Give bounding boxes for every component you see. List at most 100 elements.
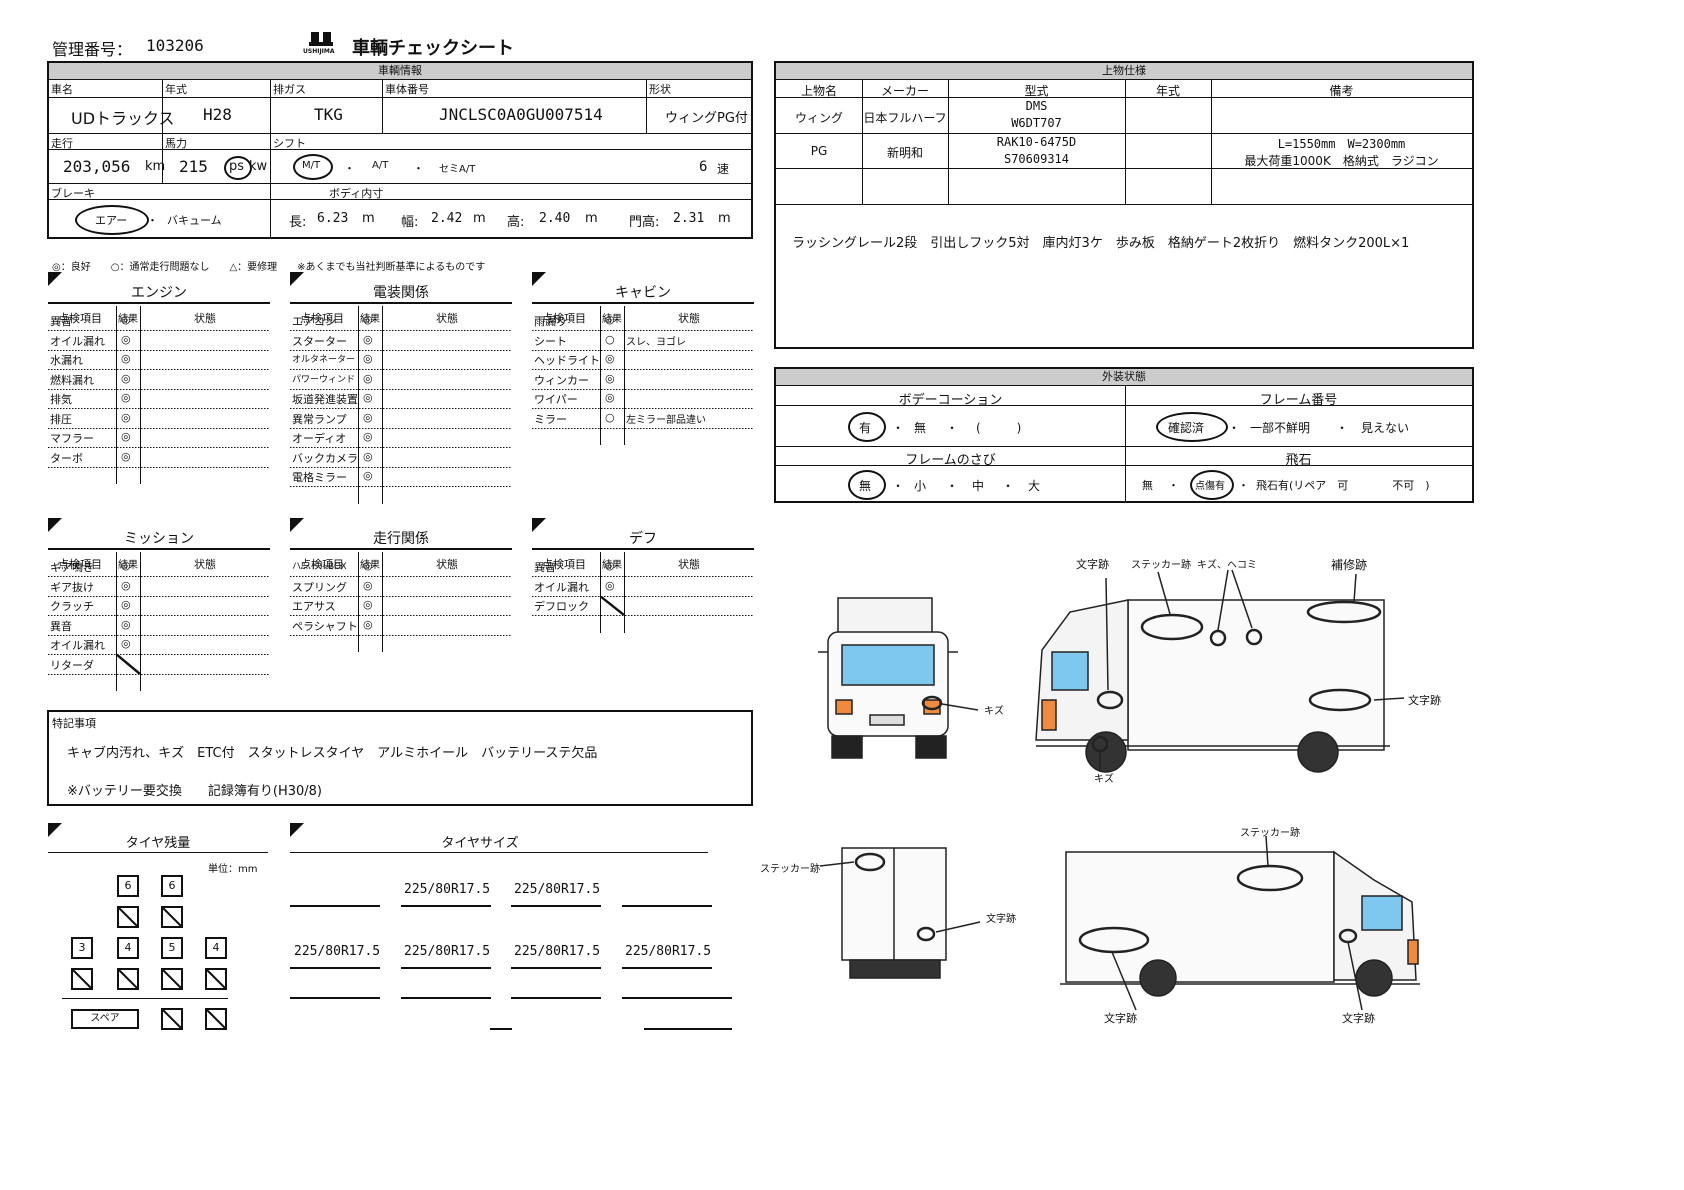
power-value: 215 <box>179 157 208 176</box>
tire-slot-empty <box>161 906 183 928</box>
table-row <box>290 330 512 331</box>
notes-line-1: キャブ内汚れ、キズ ETC付 スタットレスタイヤ アルミホイール バッテリーステ… <box>67 746 598 761</box>
col-result: 結果 <box>360 560 380 571</box>
col-divider <box>358 306 359 504</box>
notes-label: 特記事項 <box>52 717 96 730</box>
brake-vacuum: バキューム <box>167 214 222 227</box>
section-marker <box>290 823 304 837</box>
stone-dot: 点傷有 <box>1195 481 1225 492</box>
dot-1: ・ <box>344 162 355 175</box>
label-moji-side-2: 文字跡 <box>1342 1012 1375 1025</box>
table-row <box>532 330 754 331</box>
tire-rear-1: 3 <box>71 937 93 959</box>
table-row <box>532 576 754 577</box>
tire-size-front-right: 225/80R17.5 <box>514 882 601 897</box>
label-sticker-side: ステッカー跡 <box>1240 828 1300 839</box>
height-label: 高: <box>507 215 525 230</box>
check-item-result: ◎ <box>605 559 615 572</box>
rust-none-circle <box>848 470 886 500</box>
dot: ・ <box>1238 479 1249 492</box>
table-row <box>290 427 512 429</box>
tire-front-left: 6 <box>117 875 139 897</box>
mission-title: ミッション <box>124 531 194 547</box>
label-sticker-rear: ステッカー跡 <box>760 864 820 875</box>
table-row <box>532 427 754 429</box>
col-divider <box>624 306 625 445</box>
ps-circle <box>224 156 252 180</box>
col-item: 点検項目 <box>300 558 344 571</box>
col-state: 状態 <box>436 558 458 571</box>
col-state: 状態 <box>678 558 700 571</box>
col-divider <box>116 552 117 691</box>
truck-right-side-view <box>1060 835 1420 1011</box>
label-shape: 形状 <box>649 83 671 96</box>
tire-slot-empty <box>205 968 227 990</box>
label-sticker-1: ステッカー跡 <box>1131 560 1191 571</box>
upper-spec-header: 上物仕様 <box>776 63 1472 80</box>
check-item-label: ターボ <box>50 451 83 465</box>
check-item-result: ◎ <box>605 371 615 385</box>
check-item-result: ◎ <box>363 391 373 404</box>
frame-no-label: フレーム番号 <box>1259 393 1338 408</box>
dot-2: ・ <box>413 162 424 175</box>
col-divider <box>624 552 625 633</box>
table-row <box>290 615 512 616</box>
dot: ・ <box>946 479 959 493</box>
label-moji-rear: 文字跡 <box>986 914 1016 925</box>
label-kizu-hekomi: キズ、ヘコミ <box>1197 560 1257 571</box>
check-item-result: ◎ <box>121 637 131 650</box>
section-marker <box>532 518 546 532</box>
table-row <box>48 369 270 370</box>
check-item-label: スプリング <box>292 580 347 594</box>
check-item-result: ◎ <box>363 578 373 592</box>
label-moji-side-1: 文字跡 <box>1104 1012 1137 1025</box>
width-label: 幅: <box>401 215 419 230</box>
tire-remain-title: タイヤ残量 <box>125 836 191 851</box>
length-unit: m <box>362 211 375 226</box>
body-length: 6.23 <box>317 211 349 226</box>
table-row <box>48 427 270 429</box>
section-marker <box>48 823 62 837</box>
section-marker <box>48 272 62 286</box>
check-item-label: ギア鳴き <box>50 561 94 574</box>
divider <box>532 548 754 550</box>
table-row <box>290 447 512 448</box>
check-item-result: ◎ <box>363 469 373 482</box>
col-result: 結果 <box>118 560 138 571</box>
check-item-result: ◎ <box>363 410 373 424</box>
vehicle-name: UDトラックス <box>71 109 175 128</box>
spare-tire: スペア <box>71 1009 139 1029</box>
check-item-result: ◎ <box>121 391 131 404</box>
table-row <box>48 576 270 577</box>
frame-ok-circle <box>1156 412 1228 442</box>
rust-small: 小 <box>914 479 927 493</box>
table-row <box>290 486 512 487</box>
shift-at: A/T <box>372 160 389 171</box>
col-divider <box>600 306 601 445</box>
tire-slot-empty <box>71 968 93 990</box>
company-logo: USHIJIMA <box>303 32 343 56</box>
truck-rear-view <box>819 847 981 979</box>
check-item-result: ◎ <box>121 449 131 463</box>
col-state: 状態 <box>436 312 458 325</box>
frame-partial: 一部不鮮明 <box>1250 421 1311 435</box>
upper-row1-model-2: W6DT707 <box>1011 116 1062 130</box>
check-item-label: ギア抜け <box>50 580 94 594</box>
legend: ◎：良好 ○：通常走行問題なし △：要修理 ※あくまでも当社判断基準によるもので… <box>52 262 486 273</box>
check-item-result: ◎ <box>363 449 373 463</box>
table-row <box>290 388 512 390</box>
check-item-label: バックカメラ <box>292 451 358 465</box>
table-row <box>290 634 512 636</box>
tire-size-rear-3: 225/80R17.5 <box>514 944 601 959</box>
table-row <box>48 654 270 655</box>
check-item-result: ◎ <box>363 430 373 443</box>
page-title: 車輌チェックシート <box>352 38 514 59</box>
notes-line-2: ※バッテリー要交換 記録簿有り(H30/8) <box>67 784 323 799</box>
coat-no: 無 <box>914 421 927 435</box>
dot: ・ <box>892 479 905 493</box>
check-item-label: ヘッドライト <box>534 354 600 367</box>
col-note: 備考 <box>1329 84 1354 98</box>
check-item-result: ◎ <box>121 578 131 592</box>
vehicle-chassis: JNCLSC0A0GU007514 <box>439 105 603 124</box>
col-upper-name: 上物名 <box>800 84 837 98</box>
